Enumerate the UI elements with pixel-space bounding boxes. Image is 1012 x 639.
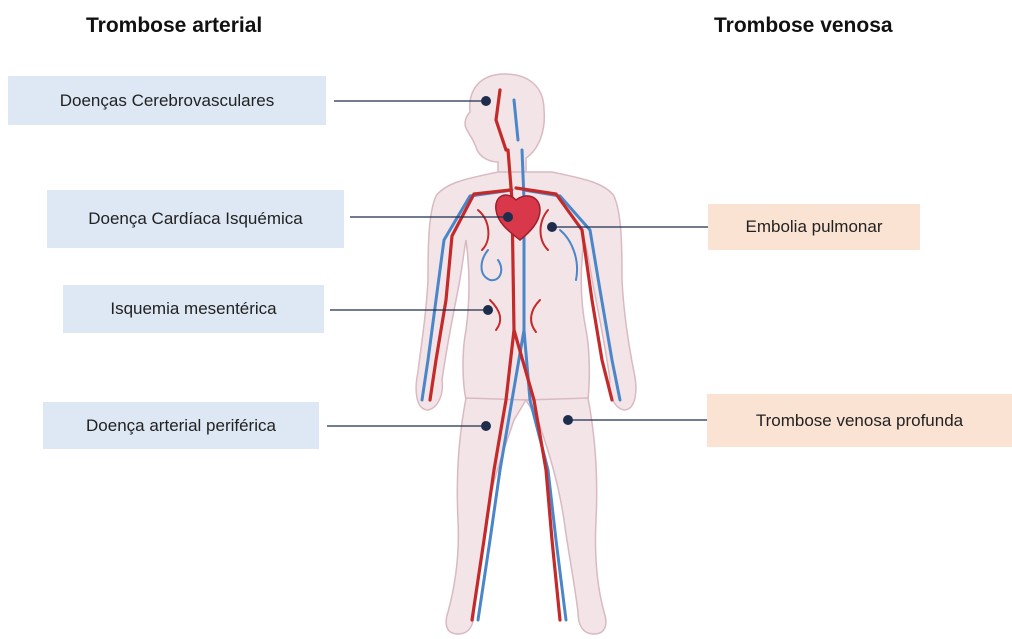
label-ischemic-heart-disease: Doença Cardíaca Isquémica bbox=[47, 190, 344, 248]
pointer-dot-cerebro bbox=[481, 96, 491, 106]
pointer-dot-cardiac bbox=[503, 212, 513, 222]
label-peripheral-arterial-disease: Doença arterial periférica bbox=[43, 402, 319, 449]
pointer-dot-peripheral bbox=[481, 421, 491, 431]
pointer-dot-embolia bbox=[547, 222, 557, 232]
label-deep-vein-thrombosis: Trombose venosa profunda bbox=[707, 394, 1012, 447]
label-mesenteric-ischemia: Isquemia mesentérica bbox=[63, 285, 324, 333]
pointer-dot-mesenteric bbox=[483, 305, 493, 315]
label-pulmonary-embolism: Embolia pulmonar bbox=[708, 204, 920, 250]
label-cerebrovascular-disease: Doenças Cerebrovasculares bbox=[8, 76, 326, 125]
pointer-dot-deep-vein bbox=[563, 415, 573, 425]
